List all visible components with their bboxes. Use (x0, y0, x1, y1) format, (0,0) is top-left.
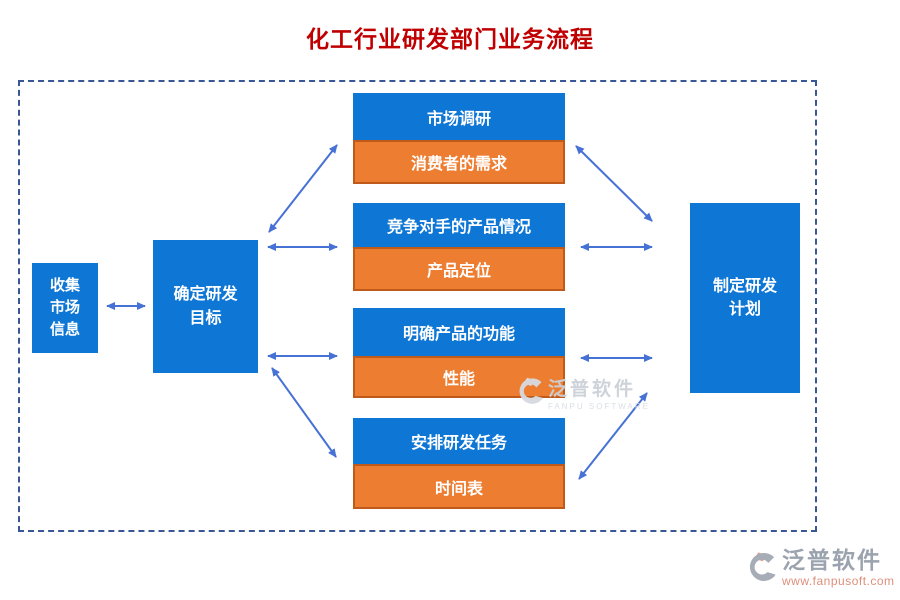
footer-brand: 泛普软件 www.fanpusoft.com (746, 547, 895, 589)
fanpu-logo-icon (519, 377, 543, 404)
fanpu-logo-icon (749, 552, 776, 582)
step-top-label: 竞争对手的产品情况 (353, 203, 565, 247)
center-watermark: 泛普软件 FANPU SOFTWARE (516, 374, 650, 411)
footer-brand-url: www.fanpusoft.com (782, 574, 895, 589)
watermark-brand: 泛普软件 (548, 379, 637, 400)
node-label-line: 计划 (728, 301, 761, 318)
node-label-line: 目标 (189, 309, 222, 327)
page-title: 化工行业研发部门业务流程 (306, 26, 594, 52)
diagram-dashed-frame (18, 80, 817, 532)
node-product-function: 明确产品的功能 性能 (353, 308, 565, 398)
footer-brand-text: 泛普软件 www.fanpusoft.com (782, 547, 895, 589)
step-top-label: 安排研发任务 (353, 418, 565, 464)
node-rd-tasks: 安排研发任务 时间表 (353, 418, 565, 509)
node-market-research: 市场调研 消费者的需求 (353, 93, 565, 184)
step-bottom-label: 消费者的需求 (353, 140, 565, 184)
node-define-rd-goal: 确定研发 目标 (153, 240, 258, 373)
step-bottom-label: 产品定位 (353, 247, 565, 291)
node-collect-market-info: 收集 市场 信息 (32, 263, 98, 353)
node-label-line: 收集 (49, 277, 80, 295)
node-make-rd-plan: 制定研发 计划 (690, 203, 800, 393)
step-top-label: 市场调研 (353, 93, 565, 140)
node-competitor-products: 竞争对手的产品情况 产品定位 (353, 203, 565, 291)
node-label-line: 市场 (49, 299, 80, 317)
footer-brand-name: 泛普软件 (782, 547, 882, 573)
node-label-line: 制定研发 (712, 277, 777, 295)
watermark-text: 泛普软件 FANPU SOFTWARE (548, 374, 650, 411)
step-top-label: 明确产品的功能 (353, 308, 565, 356)
step-bottom-label: 时间表 (353, 464, 565, 509)
node-label-line: 信息 (49, 320, 80, 338)
node-label-line: 确定研发 (173, 286, 238, 304)
watermark-subtext: FANPU SOFTWARE (548, 402, 650, 411)
step-bottom-label: 性能 (353, 356, 565, 398)
